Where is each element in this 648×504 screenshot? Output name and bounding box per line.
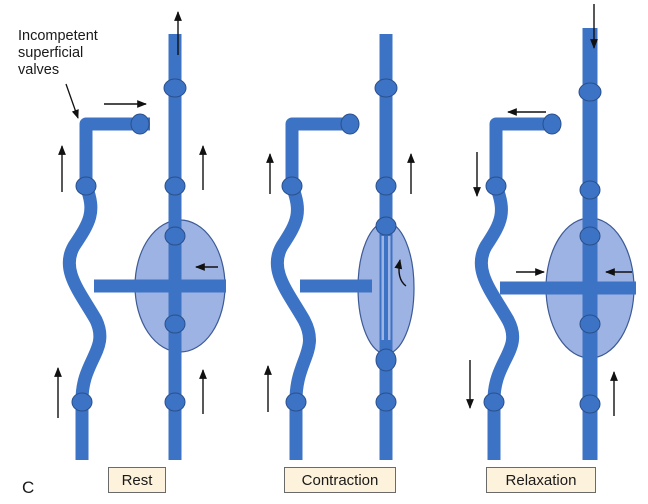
valves <box>281 78 398 412</box>
panel-label-relaxation: Relaxation <box>486 467 596 493</box>
panel-rest <box>54 11 226 460</box>
panel-label-contraction: Contraction <box>284 467 396 493</box>
panel-contraction <box>264 34 415 460</box>
panel-relaxation <box>466 4 636 460</box>
superficial-vein <box>474 117 560 460</box>
annotation-line-3: valves <box>18 62 60 78</box>
annotation-line-1: Incompetent <box>18 28 98 44</box>
panel-label-rest: Rest <box>108 467 166 493</box>
figure-letter: C <box>22 478 35 497</box>
valves <box>483 82 602 414</box>
flow-arrows <box>264 153 415 412</box>
superficial-vein <box>270 117 356 460</box>
valves <box>71 78 187 412</box>
annotation-pointer <box>65 83 79 119</box>
annotation-line-2: superficial <box>18 45 84 61</box>
flow-arrows <box>466 4 632 416</box>
superficial-vein <box>62 117 150 460</box>
incompetent-valves-annotation: Incompetent superficial valves <box>18 28 98 79</box>
flow-arrows <box>54 11 218 418</box>
